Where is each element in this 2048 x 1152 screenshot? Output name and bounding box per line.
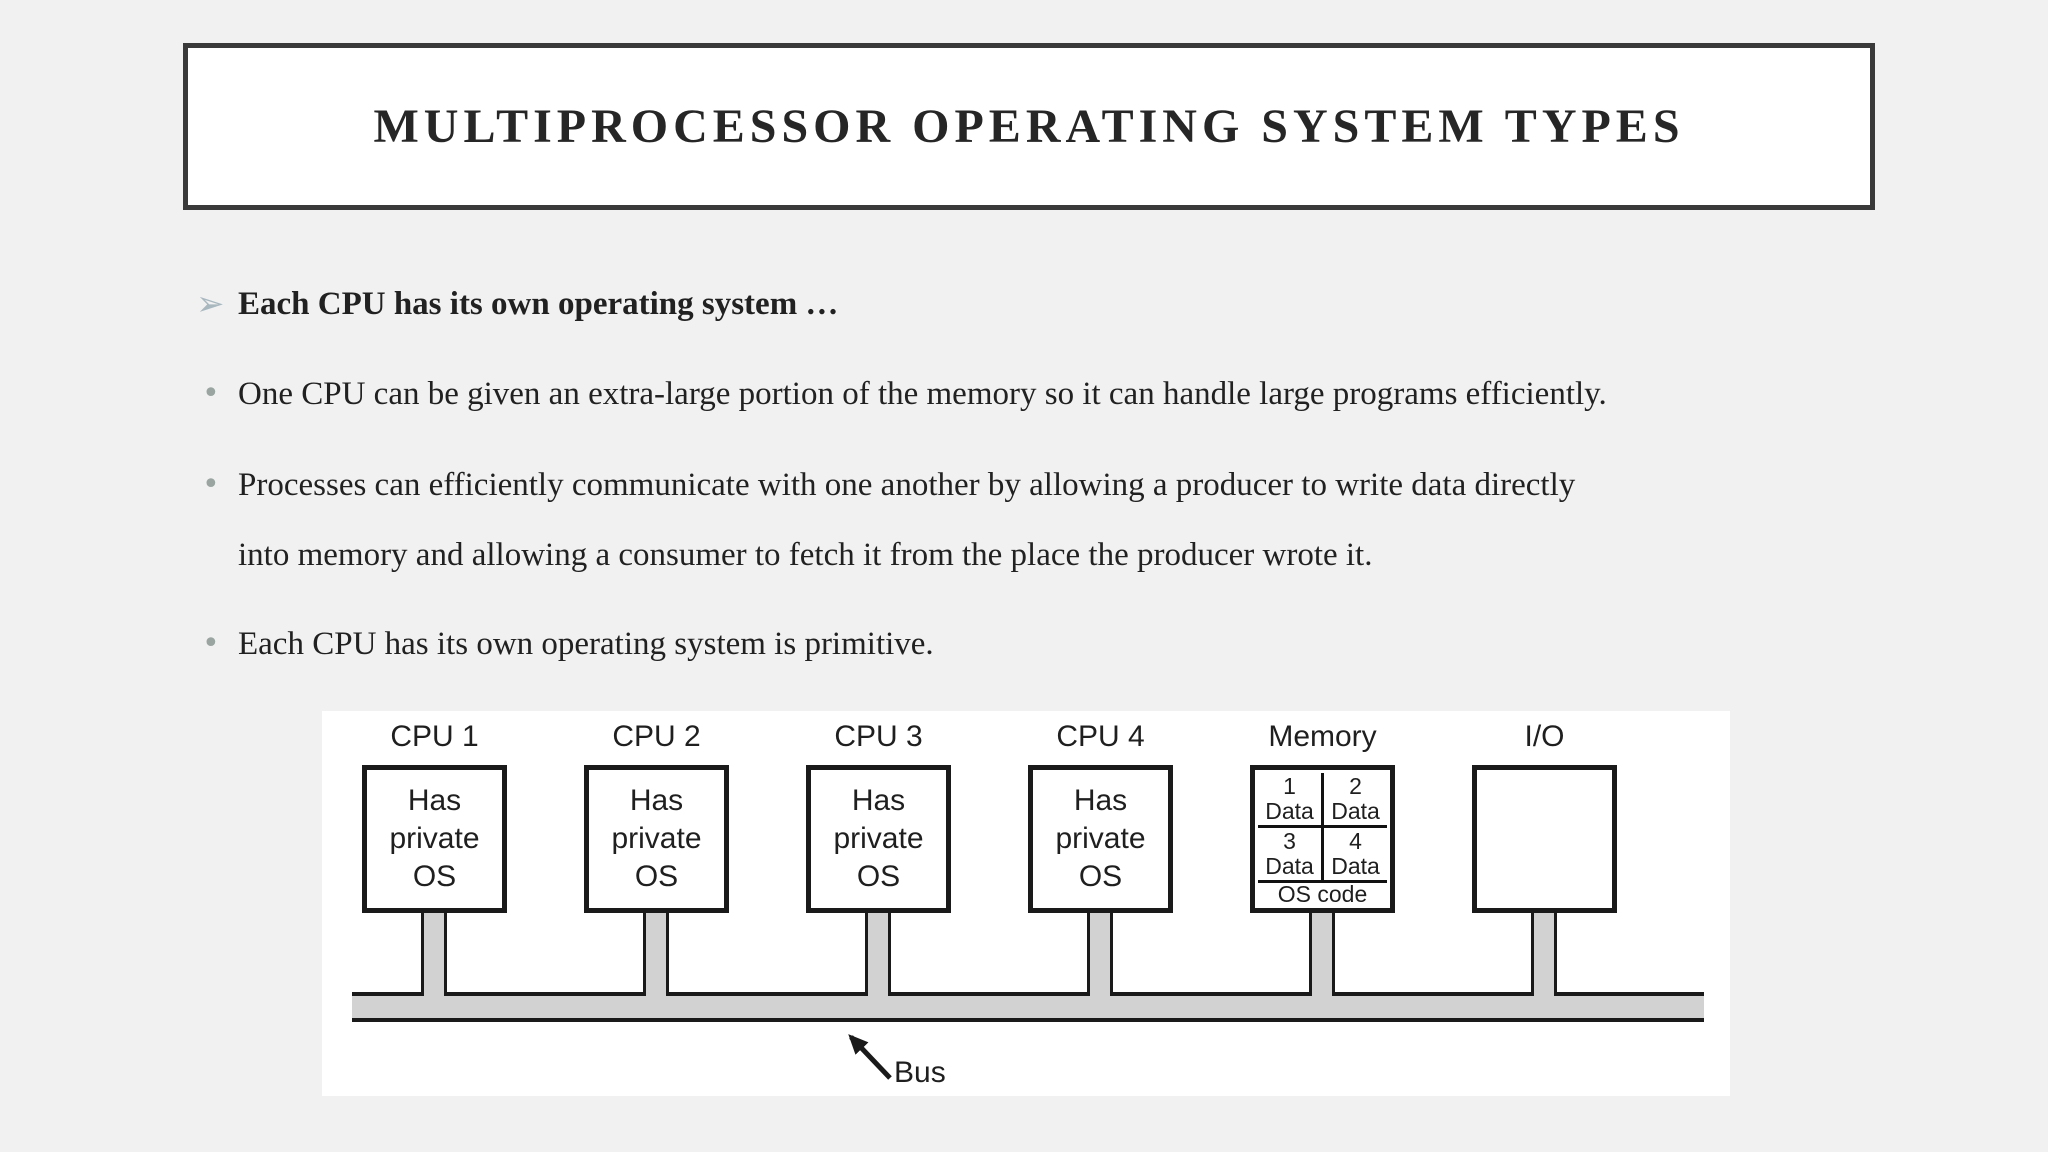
main-bullet: ➢ Each CPU has its own operating system … [196, 282, 1956, 326]
arrow-bullet-icon: ➢ [196, 284, 225, 324]
diagram-unit-cpu2: CPU 2 Has private OS [544, 719, 769, 1069]
cpu-box-text: Has private OS [833, 784, 924, 893]
memory-box: 1 Data 2 Data 3 Data 4 Data O [1250, 765, 1395, 913]
unit-label: CPU 2 [612, 720, 701, 753]
io-box [1472, 765, 1617, 913]
memory-grid: 1 Data 2 Data 3 Data 4 Data O [1258, 773, 1387, 907]
sub-bullet: • Each CPU has its own operating system … [196, 624, 1956, 664]
sub-bullet-text: Processes can efficiently communicate wi… [238, 467, 1576, 573]
sub-bullet: • Processes can efficiently communicate … [196, 450, 1956, 590]
memory-cell-word: Data [1265, 853, 1314, 879]
bus-stem [421, 913, 447, 992]
memory-cell-word: Data [1331, 798, 1380, 824]
cpu-box: Has private OS [584, 765, 729, 913]
unit-label: CPU 3 [834, 720, 923, 753]
memory-cell-num: 1 [1283, 773, 1296, 799]
cpu-box-text: Has private OS [611, 784, 702, 893]
bus-arrow-icon [848, 1034, 892, 1080]
memory-os-code-row: OS code [1258, 881, 1387, 907]
bus-stem [1531, 913, 1557, 992]
unit-label: CPU 4 [1056, 720, 1145, 753]
memory-cell-3: 3 Data [1258, 828, 1321, 880]
bus-stem [1087, 913, 1113, 992]
sub-bullet: • One CPU can be given an extra-large po… [196, 374, 1956, 414]
memory-cell-1: 1 Data [1258, 773, 1321, 825]
bus-junction [424, 992, 444, 998]
page-title: MULTIPROCESSOR OPERATING SYSTEM TYPES [373, 100, 1685, 153]
dot-bullet-icon: • [202, 626, 220, 661]
memory-cell-4: 4 Data [1324, 828, 1387, 880]
cpu-box: Has private OS [806, 765, 951, 913]
diagram-unit-cpu4: CPU 4 Has private OS [988, 719, 1213, 1069]
diagram-unit-cpu3: CPU 3 Has private OS [766, 719, 991, 1069]
bus-junction [646, 992, 666, 998]
memory-cell-num: 4 [1349, 828, 1362, 854]
unit-label: Memory [1268, 720, 1377, 753]
cpu-box-text: Has private OS [389, 784, 480, 893]
memory-cell-2: 2 Data [1324, 773, 1387, 825]
bus-junction [1312, 992, 1332, 998]
diagram-unit-io: I/O [1432, 719, 1657, 1069]
sub-bullet-text: One CPU can be given an extra-large port… [238, 376, 1607, 412]
cpu-box: Has private OS [1028, 765, 1173, 913]
main-bullet-text: Each CPU has its own operating system … [238, 286, 839, 322]
bus-stem [643, 913, 669, 992]
unit-label: CPU 1 [390, 720, 479, 753]
dot-bullet-icon: • [202, 376, 220, 411]
title-box: MULTIPROCESSOR OPERATING SYSTEM TYPES [183, 43, 1875, 210]
sub-bullet-text: Each CPU has its own operating system is… [238, 626, 934, 662]
memory-cell-num: 3 [1283, 828, 1296, 854]
memory-cell-num: 2 [1349, 773, 1362, 799]
unit-label: I/O [1524, 720, 1565, 753]
bus-bar [352, 992, 1704, 1022]
cpu-box-text: Has private OS [1055, 784, 1146, 893]
bus-stem [865, 913, 891, 992]
bus-label: Bus [894, 1056, 946, 1089]
diagram-unit-memory: Memory 1 Data 2 Data 3 Data [1210, 719, 1435, 1069]
cpu-box: Has private OS [362, 765, 507, 913]
memory-cell-word: Data [1265, 798, 1314, 824]
diagram-panel: CPU 1 Has private OS CPU 2 Has private O… [322, 711, 1730, 1096]
diagram-unit-cpu1: CPU 1 Has private OS [322, 719, 547, 1069]
bus-stem [1309, 913, 1335, 992]
memory-cell-word: Data [1331, 853, 1380, 879]
bus-junction [1534, 992, 1554, 998]
dot-bullet-icon: • [202, 467, 220, 502]
bus-junction [868, 992, 888, 998]
bus-junction [1090, 992, 1110, 998]
